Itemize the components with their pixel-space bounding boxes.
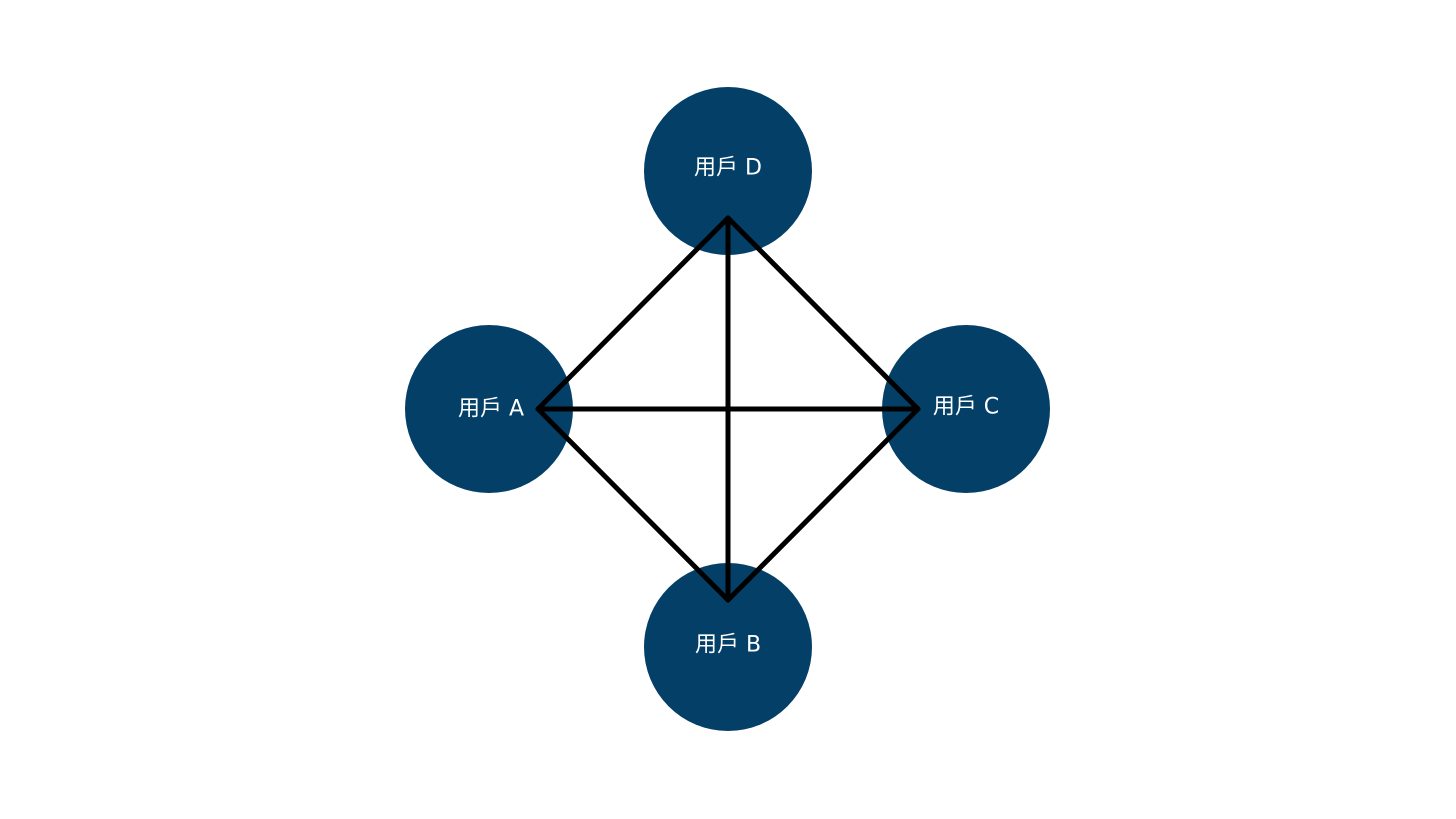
- node-user-b: 用戶 B: [644, 563, 812, 731]
- edge-b-a: [535, 406, 731, 603]
- node-user-d-label: 用戶 D: [694, 156, 762, 181]
- edge-a-d: [535, 215, 731, 412]
- edge-c-b: [725, 406, 921, 603]
- node-user-a: 用戶 A: [405, 325, 573, 493]
- node-user-b-label: 用戶 B: [695, 633, 761, 658]
- node-user-c: 用戶 C: [882, 325, 1050, 493]
- node-user-a-circle: [405, 325, 573, 493]
- edges: [535, 215, 921, 603]
- edge-d-c: [725, 215, 921, 412]
- node-user-d-circle: [644, 87, 812, 255]
- node-user-b-circle: [644, 563, 812, 731]
- node-user-c-label: 用戶 C: [933, 395, 999, 420]
- node-user-c-circle: [882, 325, 1050, 493]
- node-user-a-label: 用戶 A: [458, 397, 524, 422]
- node-user-d: 用戶 D: [644, 87, 812, 255]
